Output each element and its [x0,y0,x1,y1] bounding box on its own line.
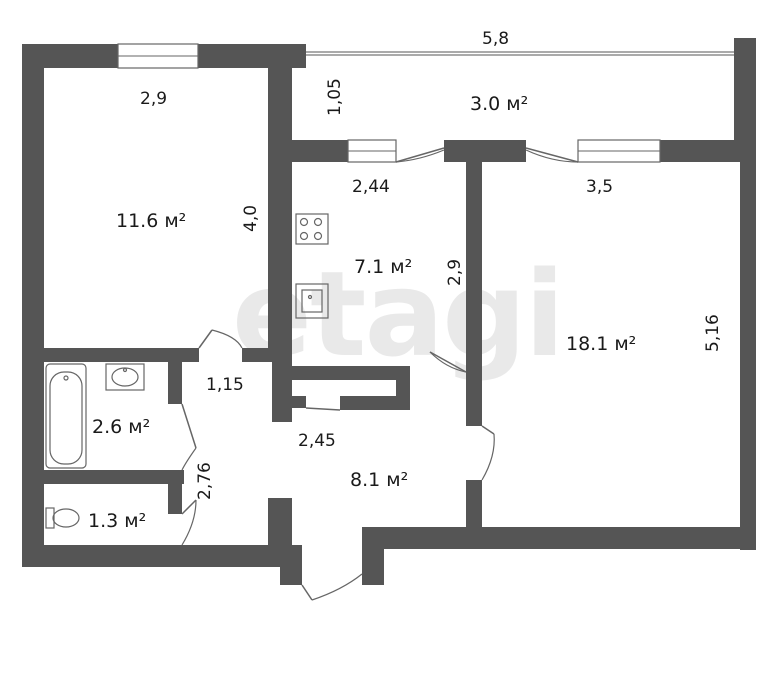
stove-icon [295,213,329,245]
room-area-bedroom: 11.6 м² [116,210,186,232]
dim-balcony-depth: 1,05 [325,78,345,116]
dim-kitchen-depth: 2,9 [445,259,465,286]
dim-living-depth: 5,16 [703,314,723,352]
dim-bedroom-width: 2,9 [140,89,167,109]
dim-bedroom-depth: 4,0 [241,205,261,232]
dim-balcony-length: 5,8 [482,29,509,49]
room-area-bathroom: 2.6 м² [92,416,150,438]
windows [117,43,661,163]
dim-hall-width: 2,45 [298,431,336,451]
balcony-outline [306,51,738,56]
dim-corridor-long: 2,76 [195,462,215,500]
room-area-balcony: 3.0 м² [470,93,528,115]
bathroom-sink-icon [105,363,145,391]
fixtures [45,213,329,529]
dim-kitchen-width: 2,44 [352,177,390,197]
room-area-kitchen: 7.1 м² [354,256,412,278]
kitchen-sink-icon [295,283,329,319]
room-area-living: 18.1 м² [566,333,636,355]
toilet-icon [45,507,80,529]
room-area-toilet: 1.3 м² [88,510,146,532]
bathtub-icon [45,363,87,469]
dim-living-width: 3,5 [586,177,613,197]
dim-corridor-small: 1,15 [206,375,244,395]
walls [22,38,756,585]
doors [181,147,579,601]
room-area-hall: 8.1 м² [350,469,408,491]
